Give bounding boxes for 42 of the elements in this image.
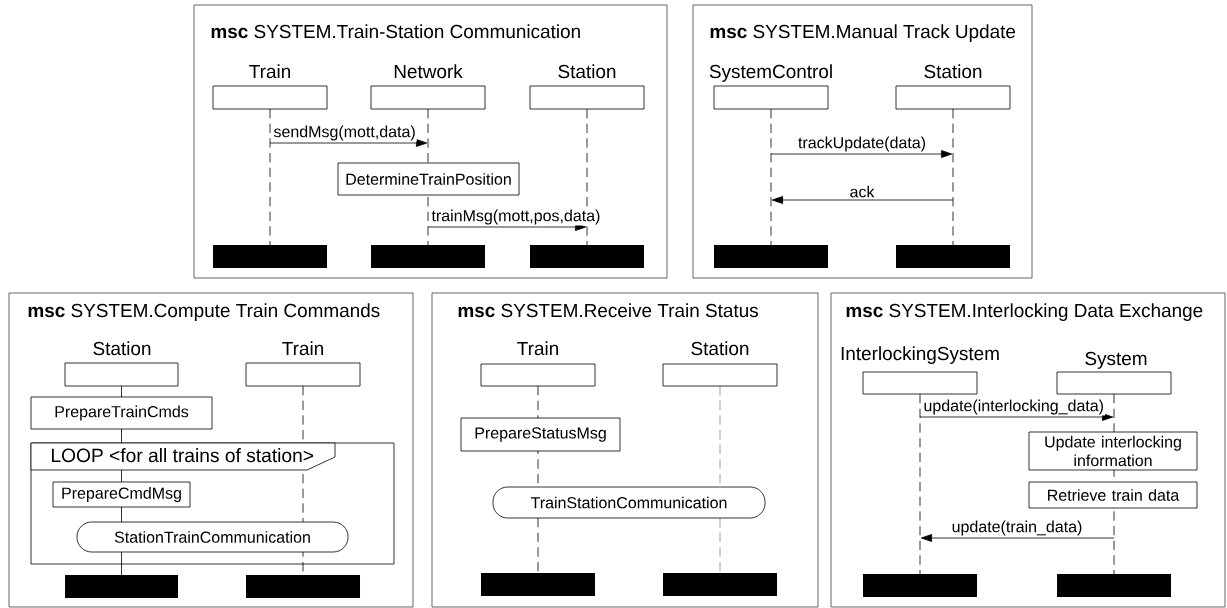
- message-arrow: [771, 196, 954, 204]
- instance-name: Network: [394, 64, 463, 79]
- message-arrow: [269, 139, 428, 147]
- message-label: trackUpdate(data): [796, 135, 928, 153]
- frame-title: msc SYSTEM.Interlocking Data Exchange: [846, 303, 1203, 321]
- message-label: update(interlocking_data): [922, 398, 1106, 416]
- msc-frame: [8, 292, 414, 608]
- message-arrow: [920, 534, 1115, 542]
- action-box: PrepareCmdMsg: [52, 481, 191, 508]
- message-label: ack: [848, 184, 876, 199]
- action-box: PrepareTrainCmds: [30, 396, 213, 430]
- instance-name: InterlockingSystem: [841, 346, 999, 364]
- msc-frame: [193, 4, 668, 279]
- reference-box: TrainStationCommunication: [492, 486, 766, 519]
- message-label: sendMsg(mott,data): [272, 124, 417, 142]
- instance-name: Train: [517, 341, 558, 356]
- instance-name: Train: [249, 64, 290, 79]
- frame-title: msc SYSTEM.Compute Train Commands: [28, 303, 380, 321]
- message-arrow: [427, 223, 587, 231]
- action-box: Retrieve train data: [1028, 481, 1198, 509]
- loop-condition: LOOP <for all trains of station>: [51, 448, 314, 463]
- instance-name: Station: [691, 341, 749, 356]
- instance-name: Train: [282, 341, 323, 356]
- frame-title: msc SYSTEM.Manual Track Update: [710, 24, 1016, 42]
- message-label: trainMsg(mott,pos,data): [430, 208, 602, 226]
- message-arrow: [770, 150, 953, 158]
- action-box: Update interlocking information: [1028, 431, 1198, 471]
- msc-frame: [830, 292, 1226, 608]
- msc-frame: [431, 292, 819, 608]
- instance-name: SystemControl: [709, 64, 832, 82]
- instance-name: Station: [924, 64, 982, 79]
- action-box: DetermineTrainPosition: [337, 162, 520, 196]
- msc-frame: [692, 4, 1033, 279]
- instance-name: Station: [93, 341, 151, 356]
- instance-name: Station: [558, 64, 616, 79]
- instance-name: System: [1085, 351, 1147, 369]
- frame-title: msc SYSTEM.Receive Train Status: [458, 303, 758, 318]
- action-box: PrepareStatusMsg: [460, 417, 621, 452]
- frame-title: msc SYSTEM.Train-Station Communication: [211, 24, 580, 39]
- message-arrow: [919, 413, 1114, 421]
- message-label: update(train_data): [950, 519, 1084, 537]
- reference-box: StationTrainCommunication: [76, 521, 349, 553]
